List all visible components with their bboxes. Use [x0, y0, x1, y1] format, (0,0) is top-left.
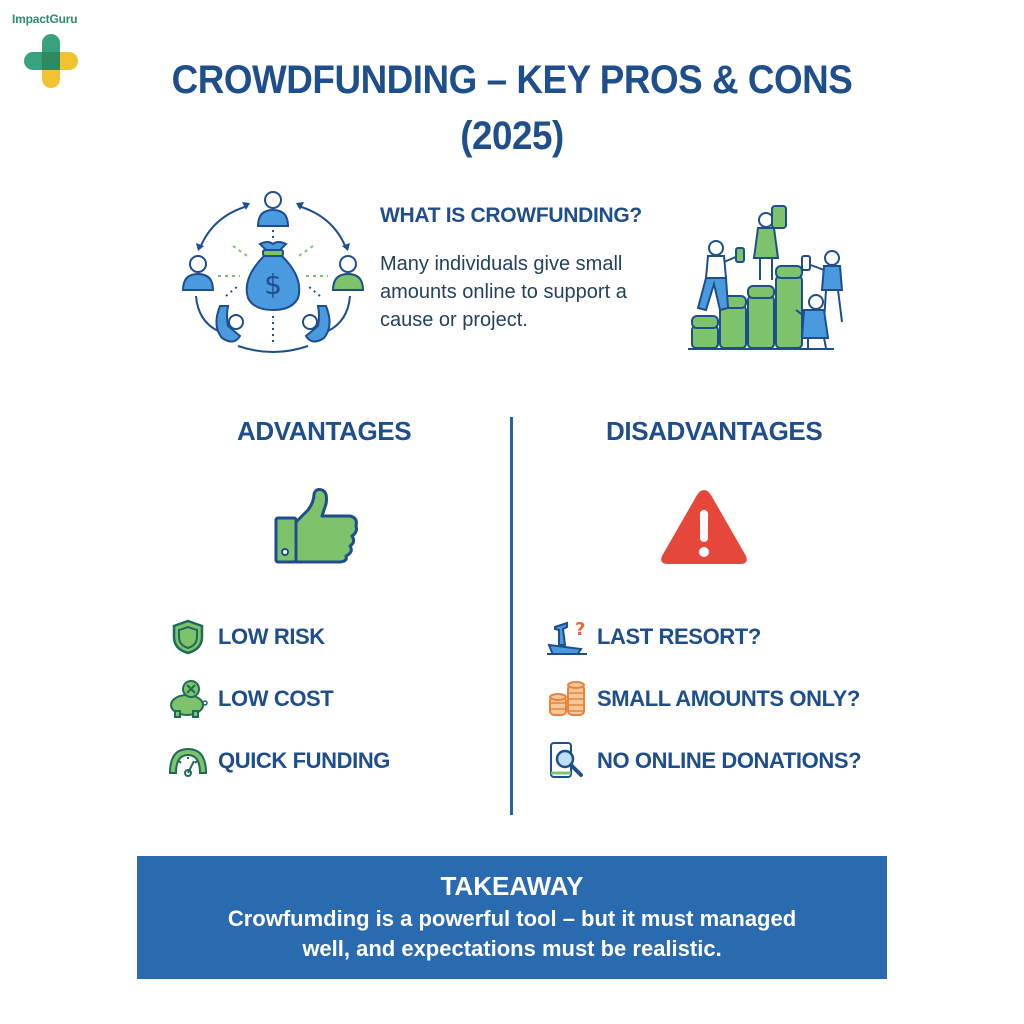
advantage-item-quick-funding: QUICK FUNDING [166, 741, 390, 781]
advantage-item-low-risk: LOW RISK [166, 617, 325, 657]
sinking-ship-question-icon: ? [545, 617, 589, 657]
advantage-label: QUICK FUNDING [218, 748, 391, 773]
disadvantage-label: SMALL AMOUNTS ONLY? [597, 686, 860, 711]
svg-text:$: $ [264, 268, 282, 301]
money-bag-network-icon: $ [181, 191, 365, 353]
piggy-bank-icon [166, 679, 210, 719]
logo-text: ImpactGuru [12, 12, 78, 26]
takeaway-title: TAKEAWAY [440, 871, 584, 901]
takeaway-line-1: Crowfumding is a powerful tool – but it … [227, 906, 797, 931]
speedometer-icon [166, 741, 210, 781]
disadvantage-item-no-online: NO ONLINE DONATIONS? [545, 741, 862, 781]
column-divider [510, 417, 513, 815]
disadvantages-heading: DISADVANTAGES [606, 416, 823, 446]
advantage-label: LOW RISK [218, 624, 325, 649]
svg-text:?: ? [575, 619, 585, 640]
coin-stacks-icon [545, 679, 589, 719]
advantage-label: LOW COST [218, 686, 334, 711]
title-line-1: CROWDFUNDING – KEY PROS & CONS [171, 58, 853, 102]
intro-body: Many individuals give small amounts onli… [380, 253, 627, 331]
thumbs-up-icon [274, 488, 358, 564]
intro-heading: WHAT IS CROWFUNDING? [380, 204, 642, 227]
takeaway-line-2: well, and expectations must be realistic… [302, 936, 722, 961]
disadvantage-label: LAST RESORT? [597, 624, 761, 649]
brand-logo: ImpactGuru [12, 12, 102, 92]
takeaway-body: Crowfumding is a powerful tool – but it … [137, 904, 887, 964]
disadvantage-item-last-resort: ? LAST RESORT? [545, 617, 761, 657]
shield-icon [166, 617, 210, 657]
phone-search-icon [545, 741, 589, 781]
disadvantage-item-small-amounts: SMALL AMOUNTS ONLY? [545, 679, 860, 719]
title-line-2: (2025) [460, 114, 564, 158]
advantage-item-low-cost: LOW COST [166, 679, 334, 719]
page-title: CROWDFUNDING – KEY PROS & CONS (2025) [41, 52, 983, 164]
disadvantage-label: NO ONLINE DONATIONS? [597, 748, 862, 773]
plus-logo-icon [24, 34, 78, 88]
warning-triangle-icon [661, 490, 747, 564]
takeaway-banner: TAKEAWAY Crowfumding is a powerful tool … [137, 856, 887, 979]
advantages-heading: ADVANTAGES [237, 416, 412, 446]
people-stacking-coins-icon [688, 205, 844, 350]
